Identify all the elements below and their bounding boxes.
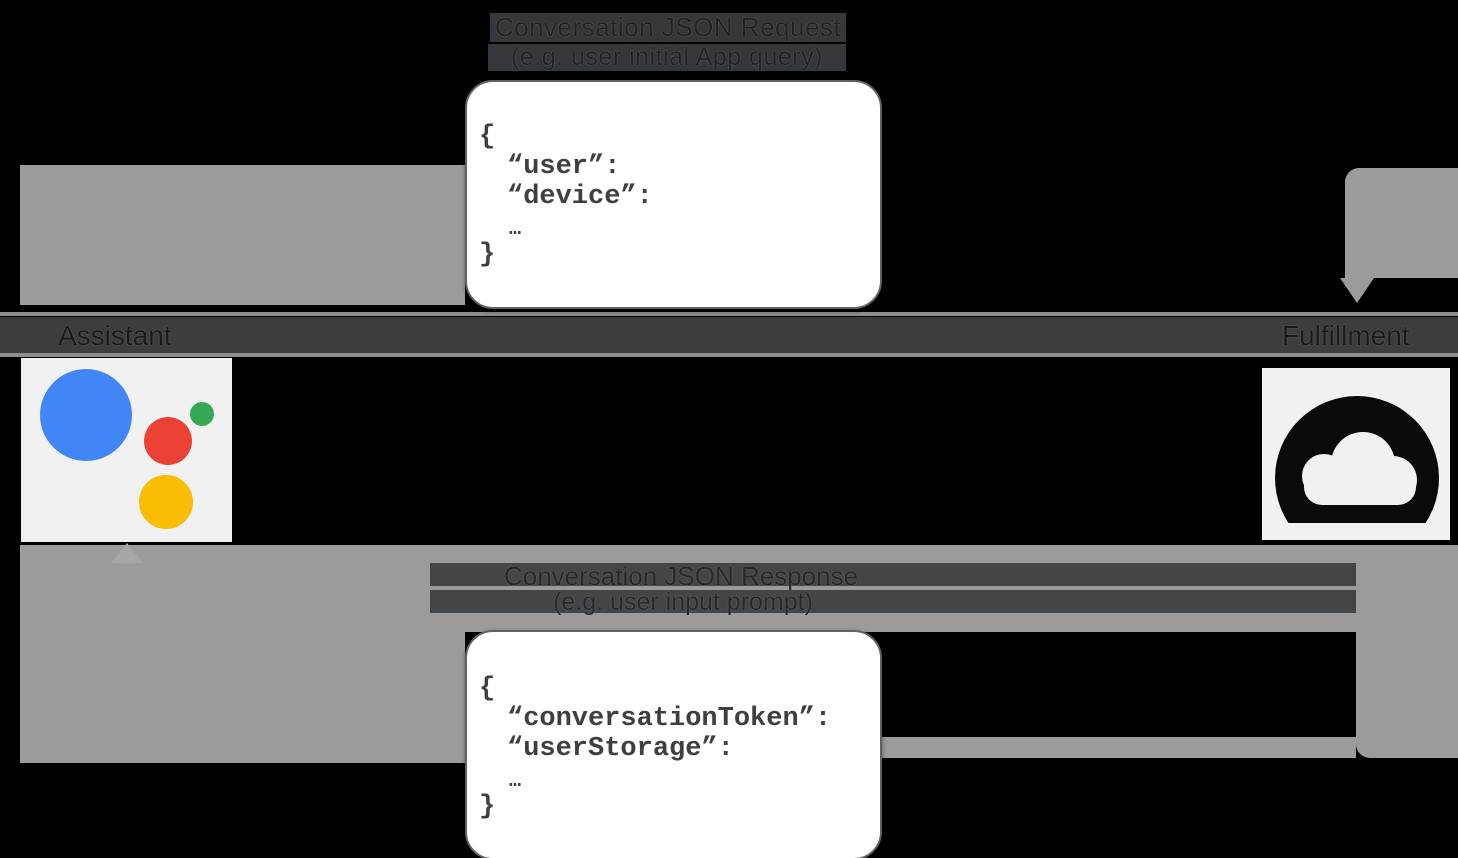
request-json-box: { “user”: “device”: … } (465, 80, 882, 309)
assistant-label: Assistant (58, 320, 172, 351)
response-caption-line1: Conversation JSON Response (503, 561, 859, 591)
assistant-blue-circle-icon (40, 369, 132, 461)
request-arrow-elbow-right (1345, 168, 1458, 278)
response-arrowhead-up-icon (111, 543, 143, 563)
response-caption-bar2 (430, 590, 1356, 613)
cloud-icon (1275, 396, 1439, 523)
response-key-userstorage: “userStorage”: (507, 734, 734, 764)
response-caption-line2: (e.g. user input prompt) (553, 588, 813, 616)
response-arrow-elbow-right (1356, 545, 1458, 758)
request-arrowhead-down-icon (1340, 278, 1374, 303)
assistant-green-circle-icon (190, 402, 214, 426)
name-band-bottom-edge (0, 353, 1458, 357)
assistant-red-circle-icon (144, 417, 192, 465)
response-caption-bar1 (430, 563, 1356, 586)
response-key-conversationtoken: “conversationToken”: (507, 704, 832, 734)
name-band (0, 317, 1458, 353)
request-ellipsis: … (509, 218, 522, 241)
request-arrow-field-left (20, 165, 465, 305)
request-key-device: “device”: (507, 182, 653, 212)
request-caption-line1: Conversation JSON Request (490, 12, 846, 42)
request-key-user: “user”: (507, 152, 621, 182)
request-close-brace: } (479, 240, 496, 270)
fulfillment-label: Fulfillment (1282, 320, 1410, 351)
assistant-logo (21, 358, 232, 542)
response-json-box: { “conversationToken”: “userStorage”: … … (465, 630, 882, 858)
assistant-yellow-circle-icon (139, 475, 193, 529)
response-arrow-field-left (20, 545, 465, 763)
response-open-brace: { (479, 674, 496, 704)
name-band-top-edge (0, 312, 1458, 316)
request-caption-line2: (e.g. user initial App query) (488, 43, 846, 71)
response-close-brace: } (479, 792, 496, 822)
fulfillment-cloud-tile (1262, 368, 1450, 540)
request-open-brace: { (479, 122, 496, 152)
response-caption-field (465, 545, 1356, 632)
response-ellipsis: … (509, 770, 522, 793)
